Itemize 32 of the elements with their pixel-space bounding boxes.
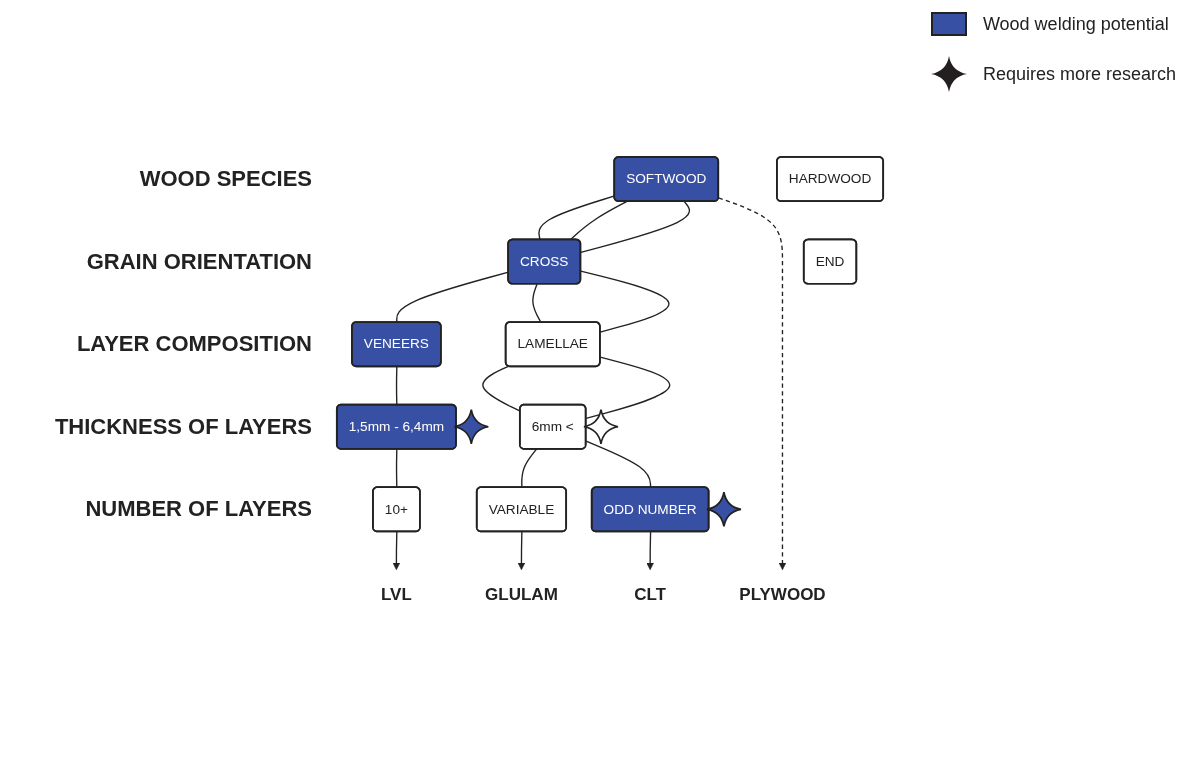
row-label: THICKNESS OF LAYERS (54, 413, 312, 440)
category-box: SOFTWOOD (613, 156, 720, 202)
product-label: GLULAM (485, 585, 558, 604)
row-label: LAYER COMPOSITION (76, 331, 312, 358)
product-label: LVL (380, 585, 412, 604)
row-label: WOOD SPECIES (139, 166, 312, 193)
connector-line (395, 448, 398, 489)
category-box: HARDWOOD (776, 156, 885, 202)
connector-line (569, 200, 628, 241)
connector-line (580, 270, 670, 333)
category-box: VENEERS (351, 321, 442, 368)
legend-text: Wood welding potential (982, 13, 1169, 35)
connector-line (532, 283, 542, 324)
category-box: VARIABLE (475, 486, 567, 533)
row-label: NUMBER OF LAYERS (85, 496, 312, 523)
category-box: END (802, 238, 858, 285)
connector-line (717, 197, 787, 571)
product-label: PLYWOOD (739, 585, 826, 604)
category-box: 10+ (372, 486, 421, 533)
connector-line (585, 356, 671, 420)
row-label: GRAIN ORIENTATION (86, 248, 312, 275)
connector-line (580, 200, 691, 254)
product-label: CLT (634, 585, 667, 604)
connector-line (517, 531, 526, 571)
category-box: LAMELLAE (504, 321, 601, 368)
connector-line (395, 366, 398, 406)
connector-line (392, 531, 401, 571)
category-box: CROSS (507, 238, 582, 285)
connector-line (646, 531, 654, 571)
connector-line (585, 440, 652, 489)
connector-line (521, 448, 538, 489)
legend-text: Requires more research (982, 63, 1176, 85)
